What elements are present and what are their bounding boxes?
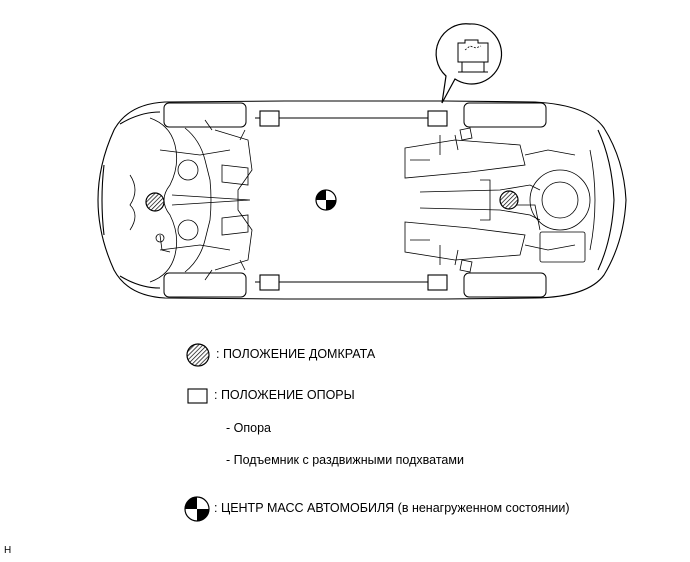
legend-center-of-mass-icon — [184, 496, 210, 522]
support-point-rear-right — [427, 274, 448, 291]
legend-support-icon — [187, 388, 208, 404]
support-points — [259, 110, 448, 291]
lift-lines — [255, 117, 445, 283]
jack-point-rear — [499, 190, 519, 210]
legend-support-stand: - Опора — [226, 421, 271, 435]
legend-support-position: : ПОЛОЖЕНИЕ ОПОРЫ — [214, 388, 355, 402]
support-point-front-right — [259, 274, 280, 291]
support-point-front-left — [259, 110, 280, 127]
legend-swing-arm-lift: - Подъемник с раздвижными подхватами — [226, 453, 464, 467]
support-detail-callout — [435, 23, 503, 104]
page-code: H — [4, 545, 12, 556]
rear-suspension-area — [404, 127, 596, 273]
legend-center-of-mass: : ЦЕНТР МАСС АВТОМОБИЛЯ (в ненагруженном… — [214, 501, 570, 515]
front-right-tire — [163, 272, 247, 298]
jack-point-front — [145, 192, 165, 212]
car-body-outline — [97, 100, 627, 300]
center-of-mass-marker — [315, 189, 337, 211]
rear-right-tire — [463, 272, 547, 298]
legend-jack-position: : ПОЛОЖЕНИЕ ДОМКРАТА — [216, 347, 376, 361]
legend-jack-icon — [186, 343, 210, 367]
rear-left-tire — [463, 102, 547, 128]
support-point-rear-left — [427, 110, 448, 127]
front-left-tire — [163, 102, 247, 128]
tires — [163, 102, 547, 298]
